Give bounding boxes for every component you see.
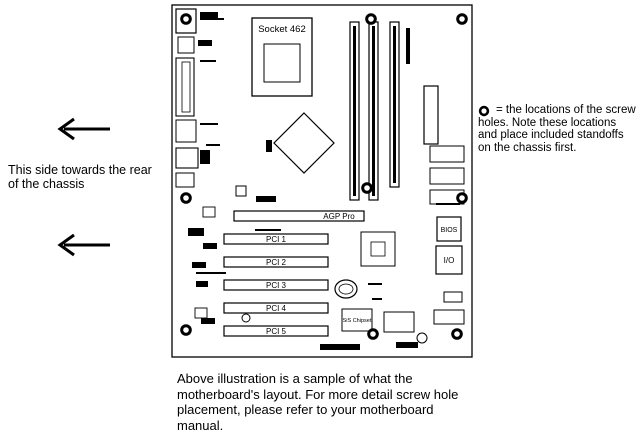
pci-slot-label: PCI 5	[266, 327, 287, 336]
dimm-slot-1-inner	[353, 26, 356, 196]
io-game-port	[175, 119, 197, 143]
legend-text: = the locations of the screw holes. Note…	[478, 104, 636, 154]
small-chip-2	[194, 307, 208, 319]
io-audio-jacks	[175, 147, 199, 169]
bios-chip	[436, 216, 462, 242]
pci-slot-1	[223, 233, 329, 245]
screw-holes	[180, 13, 468, 340]
io-chip-label: I/O	[444, 256, 455, 265]
jumper-block-1	[256, 196, 276, 202]
chipset-label: SiS Chipset	[343, 318, 372, 324]
usb-header	[443, 291, 463, 303]
northbridge-chip	[273, 112, 335, 174]
pci-slot-2	[223, 256, 329, 268]
jumper-block-4	[192, 262, 206, 268]
small-chip-1	[202, 206, 216, 218]
small-crystal	[241, 313, 251, 323]
ide-connector-1	[429, 145, 465, 163]
pci-slot-5	[223, 325, 329, 337]
audio-chip	[383, 311, 415, 333]
screw-hole-icon	[456, 192, 468, 204]
screw-hole-icon	[180, 13, 192, 25]
screw-hole-icon	[365, 13, 377, 25]
io-usb-ports	[177, 36, 195, 54]
front-panel-header	[433, 309, 465, 325]
io-header-b	[198, 40, 212, 46]
southbridge-core	[370, 241, 386, 257]
pci-slot-label: PCI 2	[266, 258, 287, 267]
screw-hole-icon	[180, 192, 192, 204]
fan-header-cpu	[235, 185, 247, 197]
jumper-block-2	[188, 228, 204, 236]
jumper-block-8	[396, 342, 418, 348]
screw-hole-icon	[456, 13, 468, 25]
screw-hole-legend: = the locations of the screw holes. Note…	[478, 104, 637, 154]
io-header-c	[200, 150, 210, 164]
screw-hole-icon	[180, 324, 192, 336]
small-crystal-2	[416, 332, 428, 344]
agp-slot	[233, 210, 365, 222]
jumper-block-5	[196, 281, 208, 287]
battery-inner	[338, 283, 354, 295]
ide-connector-2	[429, 167, 465, 185]
jumper-block-7	[320, 344, 360, 350]
agp-label: AGP Pro	[323, 212, 355, 221]
pci-slot-label: PCI 4	[266, 304, 287, 313]
jumper-block-3	[203, 243, 217, 249]
chipset-block	[341, 308, 373, 332]
pci-slot-label: PCI 1	[266, 235, 287, 244]
dimm-slot-3-inner	[393, 26, 396, 183]
pci-slot-label: PCI 3	[266, 281, 287, 290]
dimm-slot-2-inner	[372, 26, 375, 196]
jumper-block-6	[201, 318, 215, 324]
io-chip	[435, 245, 463, 275]
socket-label: Socket 462	[258, 24, 306, 35]
bios-label: BIOS	[441, 227, 458, 234]
pci-slot-4	[223, 302, 329, 314]
cpu-socket-core	[263, 43, 301, 83]
fine-print-marks	[196, 18, 460, 300]
pci-slots: PCI 1 PCI 2 PCI 3 PCI 4 PCI 5	[223, 233, 329, 337]
atx-power-connector	[423, 85, 439, 145]
rear-side-note: This side towards the rear of the chassi…	[8, 163, 152, 191]
screw-hole-icon	[451, 328, 463, 340]
pci-slot-3	[223, 279, 329, 291]
screw-hole-icon	[361, 182, 373, 194]
illustration-caption: Above illustration is a sample of what t…	[177, 371, 459, 433]
io-lan-port	[175, 172, 195, 188]
cap-1	[266, 140, 272, 152]
rear-arrow-top	[57, 117, 110, 141]
io-parallel-port	[181, 61, 191, 113]
io-header-a	[200, 12, 218, 20]
screw-hole-icon	[367, 328, 379, 340]
screw-hole-icon	[478, 105, 490, 117]
board-outline	[171, 4, 473, 358]
rear-arrow-bottom	[57, 233, 110, 257]
